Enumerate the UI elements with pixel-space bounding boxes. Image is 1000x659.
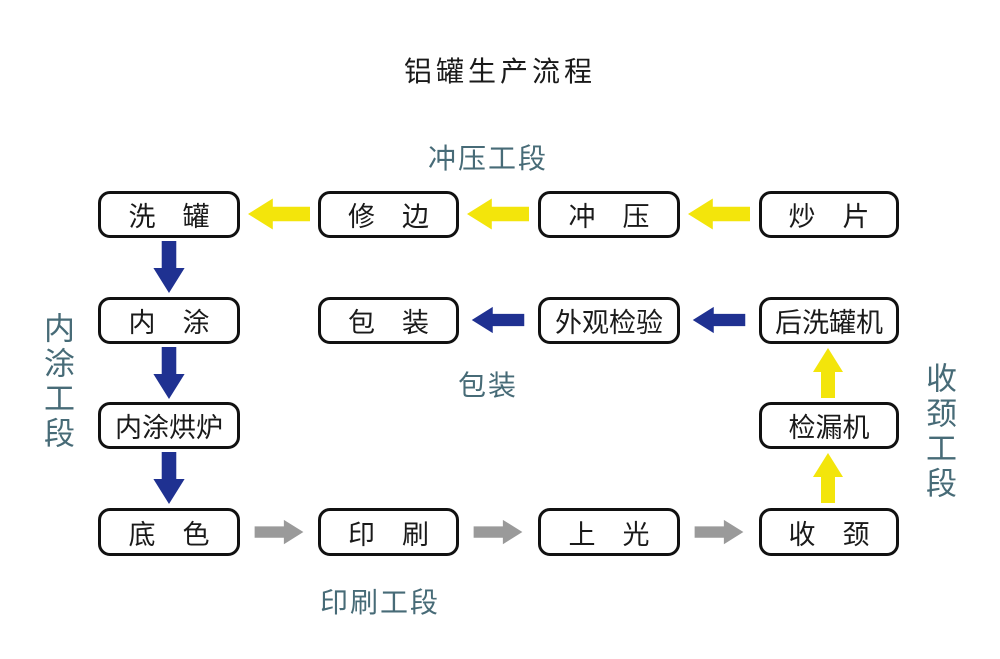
arrow-right-icon — [693, 519, 745, 545]
node-wash-can: 洗 罐 — [98, 191, 240, 238]
node-leak-detector: 检漏机 — [759, 402, 899, 449]
node-print: 印 刷 — [318, 508, 459, 556]
stage-label-necking: 收颈工段 — [921, 362, 956, 502]
node-stamp: 冲 压 — [538, 191, 680, 238]
arrow-left-icon — [470, 306, 526, 334]
arrow-left-icon — [467, 197, 529, 231]
node-pack: 包 装 — [318, 297, 459, 344]
node-base-coat: 底 色 — [98, 508, 240, 556]
node-visual-inspect: 外观检验 — [538, 297, 680, 344]
arrow-right-icon — [472, 519, 524, 545]
arrow-right-icon — [253, 519, 305, 545]
stage-label-packing: 包装 — [458, 370, 519, 401]
stage-label-printing: 印刷工段 — [320, 587, 441, 618]
node-inner-coat: 内 涂 — [98, 297, 240, 344]
node-fry-sheet: 炒 片 — [759, 191, 899, 238]
arrow-down-icon — [151, 452, 187, 504]
arrow-up-icon — [812, 453, 844, 503]
node-post-wash: 后洗罐机 — [759, 297, 899, 344]
arrow-up-icon — [812, 348, 844, 398]
stage-label-inner-coating: 内涂工段 — [39, 312, 74, 452]
page-title: 铝罐生产流程 — [403, 56, 596, 87]
node-neck: 收 颈 — [759, 508, 899, 556]
arrow-down-icon — [151, 347, 187, 399]
arrow-down-icon — [151, 241, 187, 293]
node-inner-coat-oven: 内涂烘炉 — [98, 402, 240, 449]
arrow-left-icon — [691, 306, 747, 334]
node-varnish: 上 光 — [538, 508, 680, 556]
arrow-left-icon — [248, 197, 310, 231]
node-trim: 修 边 — [318, 191, 459, 238]
stage-label-stamping: 冲压工段 — [428, 143, 549, 174]
arrow-left-icon — [688, 197, 750, 231]
